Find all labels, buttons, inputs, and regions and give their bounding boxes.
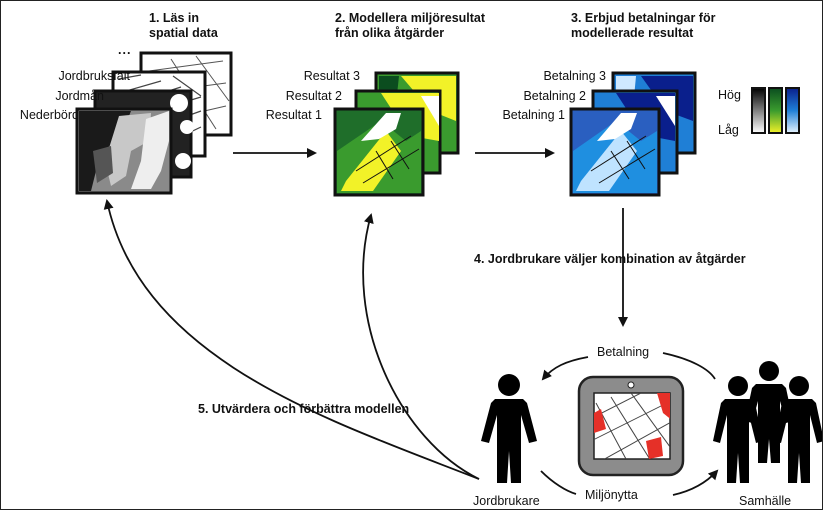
cycle-benefit-label: Miljönytta bbox=[585, 488, 638, 502]
person-right bbox=[774, 376, 822, 483]
farmer-label: Jordbrukare bbox=[473, 494, 540, 508]
arrow-benefit-to-society bbox=[672, 469, 719, 496]
arc-society-to-payment bbox=[662, 352, 716, 380]
flow-arrows bbox=[103, 148, 719, 496]
step3-title-line1: 3. Erbjud betalningar för bbox=[571, 11, 716, 25]
step1-title-line2: spatial data bbox=[149, 26, 218, 40]
result-map-1 bbox=[333, 107, 425, 197]
results-stack bbox=[333, 71, 460, 197]
layer-ellipsis: ... bbox=[118, 43, 132, 57]
label-resultat-3: Resultat 3 bbox=[303, 69, 360, 83]
layer-nederbord bbox=[75, 107, 173, 195]
legend-bar-green bbox=[768, 87, 783, 134]
legend-low-label: Låg bbox=[718, 123, 739, 137]
legend-high-label: Hög bbox=[718, 88, 741, 102]
arrow-feedback-to-data bbox=[103, 199, 480, 480]
step3-title: 3. Erbjud betalningar för modellerade re… bbox=[571, 11, 715, 41]
step2-title: 2. Modellera miljöresultat från olika åt… bbox=[335, 11, 485, 41]
arrow-payment-to-farmer bbox=[541, 356, 589, 381]
farmer-figure bbox=[481, 374, 537, 483]
label-jordman: Jordmån bbox=[55, 89, 104, 103]
label-nederbord: Nederbörd bbox=[19, 108, 79, 122]
step2-title-line1: 2. Modellera miljöresultat bbox=[335, 11, 486, 25]
payment-map-1 bbox=[569, 107, 661, 197]
step2-title-line2: från olika åtgärder bbox=[335, 26, 445, 40]
input-layer-stack bbox=[75, 51, 233, 195]
legend-bars bbox=[751, 87, 800, 134]
label-betalning-3: Betalning 3 bbox=[543, 69, 606, 83]
cycle-payment-label: Betalning bbox=[597, 345, 650, 359]
legend-bar-gray bbox=[751, 87, 766, 134]
step1-title: 1. Läs in spatial data bbox=[149, 11, 218, 41]
legend-bar-blue bbox=[785, 87, 800, 134]
society-figures bbox=[713, 361, 822, 483]
label-resultat-2: Resultat 2 bbox=[285, 89, 342, 103]
society-label: Samhälle bbox=[739, 494, 792, 508]
payments-stack bbox=[569, 71, 697, 197]
arrow-feedback-to-model bbox=[362, 213, 480, 480]
label-betalning-2: Betalning 2 bbox=[523, 89, 586, 103]
label-resultat-1: Resultat 1 bbox=[265, 108, 322, 122]
label-betalning-1: Betalning 1 bbox=[502, 108, 565, 122]
arc-farmer-to-benefit bbox=[540, 470, 577, 495]
step3-title-line2: modellerade resultat bbox=[571, 26, 694, 40]
step1-title-line1: 1. Läs in bbox=[149, 11, 200, 25]
label-jordbruksfalt: Jordbruksfält bbox=[58, 69, 130, 83]
tablet-icon bbox=[577, 375, 685, 477]
step4-label: 4. Jordbrukare väljer kombination av åtg… bbox=[474, 252, 746, 266]
step5-label: 5. Utvärdera och förbättra modellen bbox=[198, 402, 410, 416]
person-center bbox=[745, 361, 793, 463]
